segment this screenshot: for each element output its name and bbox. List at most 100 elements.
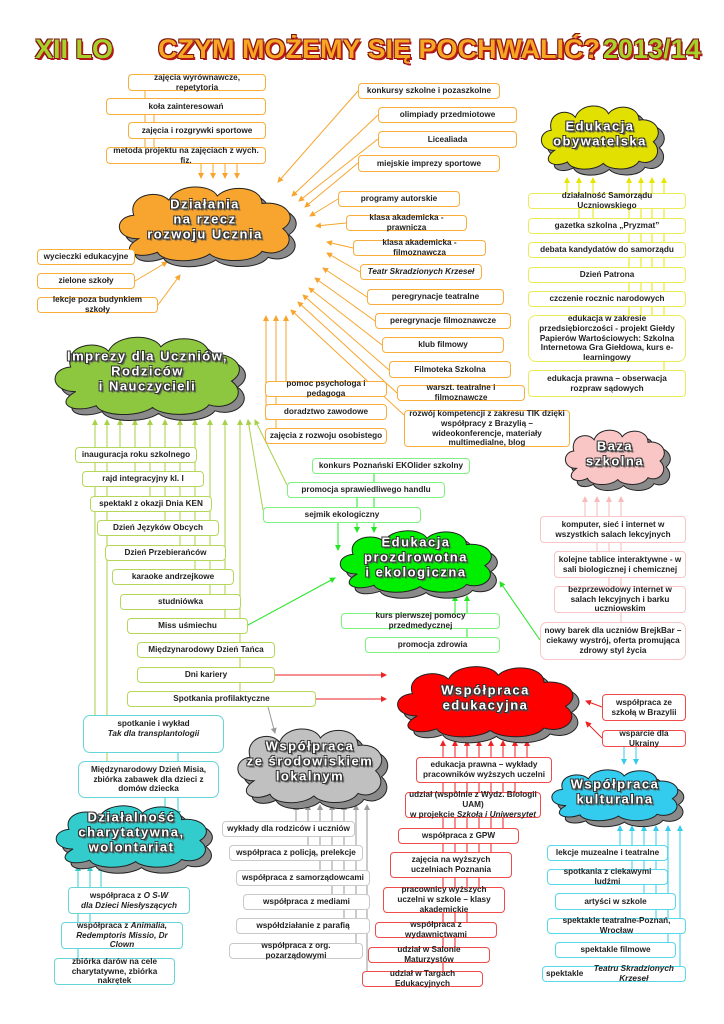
uam-prefix: w projekcie <box>409 809 457 819</box>
cloud-edukacyjna: Współpraca edukacyjna <box>388 660 583 740</box>
cloud-obywatelska: Edukacja obywatelska <box>535 100 665 172</box>
imprezy-item: Międzynarodowy Dzień Tańca <box>137 642 275 658</box>
animalia-prefix: współpraca z <box>76 920 131 930</box>
imprezy-item: Dzień Przebierańców <box>105 545 226 561</box>
charytatywna-item: zbiórka darów na cele charytatywne, zbió… <box>54 957 175 985</box>
edukacyjna-item: udział w Targach Edukacyjnych <box>362 969 483 988</box>
rozwoj-item: peregrynacje teatralne <box>367 289 504 305</box>
school-year: 2013/14 <box>603 34 701 64</box>
rozwoj-item: olimpiady przedmiotowe <box>378 107 517 123</box>
rozwoj-item: koła zainteresowań <box>106 98 266 115</box>
rozwoj-item: zajęcia wyrównawcze, repetytoria <box>128 73 266 92</box>
osw-prefix: współpraca z <box>89 890 144 900</box>
charytatywna-item: spotkanie i wykład Tak dla transplantolo… <box>83 715 224 753</box>
uam-project-name: Szkoła i Uniwersytet <box>456 809 537 819</box>
imprezy-item: rajd integracyjny kl. I <box>82 471 204 487</box>
obywatelska-item: czczenie rocznic narodowych <box>528 291 686 307</box>
cloud-rozwoj: Działania na rzecz rozwoju Ucznia <box>110 180 300 264</box>
teatr-prefix: spektakle <box>546 969 584 979</box>
kulturalna-item: spektakle filmowe <box>555 942 676 958</box>
obywatelska-item: działalność Samorządu Uczniowskiego <box>528 191 686 210</box>
page-title: CZYM MOŻEMY SIĘ POCHWALIĆ? <box>158 34 601 64</box>
rozwoj-item: rozwój kompetencji z zakresu TIK dzięki … <box>404 409 570 447</box>
imprezy-item: inauguracja roku szkolnego <box>75 447 197 463</box>
charytatywna-item: współpraca z O S-W dla Dzieci Niesłysząc… <box>68 887 190 914</box>
imprezy-item: Dzień Języków Obcych <box>97 520 219 536</box>
edukacyjna-item: udział (wspólnie z Wydz. Biologii UAM) w… <box>405 790 541 819</box>
cloud-label: Współpraca ze środowiskiem lokalnym <box>246 738 374 784</box>
imprezy-item: Dni kariery <box>137 667 275 683</box>
lokalna-item: współpraca z samorządowcami <box>236 870 370 886</box>
edukacyjna-item: współpraca z wydawnictwami <box>375 920 497 939</box>
rozwoj-item: zajęcia i rozgrywki sportowe <box>128 122 266 139</box>
cloud-label: Działalność charytatywna, wolontariat <box>78 809 185 855</box>
animalia-line: współpraca z Animalia, <box>77 921 167 931</box>
cloud-lokalna: Współpraca ze środowiskiem lokalnym <box>230 722 390 806</box>
imprezy-item: Spotkania profilaktyczne <box>127 691 316 707</box>
eko-item: konkurs Poznański EKOlider szkolny <box>312 458 470 474</box>
baza-item: komputer, sieć i internet w wszystkich s… <box>540 516 686 543</box>
kulturalna-item: spektakle Teatru Skradzionych Krzeseł <box>542 964 686 983</box>
osw-line: współpraca z O S-W <box>90 891 168 901</box>
cloud-eko: Edukacja prozdrowotna i ekologiczna <box>332 525 500 595</box>
rozwoj-item: pomoc psychologa i pedagoga <box>265 379 387 398</box>
imprezy-item: Miss uśmiechu <box>127 618 248 634</box>
cloud-kulturalna: Współpraca kulturalna <box>545 765 685 823</box>
lokalna-item: współpraca z mediami <box>243 894 370 910</box>
eko-item: promocja zdrowia <box>365 637 500 653</box>
edukacyjna-item: zajęcia na wyższych uczelniach Poznania <box>390 852 512 878</box>
transpl-line: spotkanie i wykład <box>117 719 190 728</box>
edukacyjna-item: wsparcie dla Ukrainy <box>602 729 686 748</box>
rozwoj-item: Teatr Skradzionych Krzeseł <box>360 264 482 280</box>
kulturalna-item: artyści w szkole <box>555 893 676 910</box>
rozwoj-item: zielone szkoły <box>37 273 135 289</box>
rozwoj-item: lekcje poza budynkiem szkoły <box>37 295 158 314</box>
edukacyjna-item: pracownicy wyższych uczelni w szkole – k… <box>383 885 505 914</box>
edukacyjna-item: udział w Salonie Maturzystów <box>368 945 490 964</box>
eko-item: promocja sprawiedliwego handlu <box>287 482 445 498</box>
charytatywna-item: Międzynarodowy Dzień Misia, zbiórka zaba… <box>78 761 219 798</box>
rozwoj-item: programy autorskie <box>338 191 460 207</box>
charytatywna-item: współpraca z Animalia, Redemptoris Missi… <box>61 921 183 950</box>
cloud-charytatywna: Działalność charytatywna, wolontariat <box>48 800 215 870</box>
edukacyjna-item: współpraca ze szkołą w Brazylii <box>602 694 686 721</box>
cloud-label: Współpraca edukacyjna <box>441 682 530 713</box>
kulturalna-item: spektakle teatralne-Poznań, Wrocław <box>547 916 686 935</box>
rozwoj-item: Licealiada <box>378 131 517 148</box>
cloud-label: Współpraca kulturalna <box>570 776 660 807</box>
obywatelska-item: edukacja w zakresie przedsiębiorczości -… <box>528 314 686 362</box>
animalia-name-2: Redemptoris Missio, Dr Clown <box>76 930 168 950</box>
lokalna-item: współdziałanie z parafią <box>236 918 370 934</box>
rozwoj-item: wycieczki edukacyjne <box>37 249 135 265</box>
cloud-label: Baza szkolna <box>585 438 645 469</box>
eko-item: sejmik ekologiczny <box>263 507 421 523</box>
rozwoj-item: klub filmowy <box>382 337 504 353</box>
obywatelska-item: gazetka szkolna „Pryzmat” <box>528 218 686 234</box>
imprezy-item: karaoke andrzejkowe <box>112 569 234 585</box>
cloud-baza: Baza szkolna <box>560 425 670 487</box>
rozwoj-item: klasa akademicka - prawnicza <box>346 213 467 232</box>
kulturalna-item: lekcje muzealne i teatralne <box>547 845 668 861</box>
uam-line: udział (wspólnie z Wydz. Biologii UAM) <box>409 790 537 810</box>
osw-name: O S-W <box>143 890 169 900</box>
baza-item: kolejne tablice interaktywne - w sali bi… <box>554 551 686 578</box>
imprezy-item: studniówka <box>120 594 241 610</box>
rozwoj-item: klasa akademicka - filmoznawcza <box>353 238 486 257</box>
imprezy-item: spektakl z okazji Dnia KEN <box>90 496 212 512</box>
lokalna-item: współpraca z policją, prelekcje <box>229 845 363 861</box>
eko-item: kurs pierwszej pomocy przedmedycznej <box>341 611 500 630</box>
cloud-imprezy: Imprezy dla Uczniów, Rodziców i Nauczyci… <box>45 330 250 418</box>
rozwoj-item: doradztwo zawodowe <box>265 404 387 420</box>
edukacyjna-item: współpraca z GPW <box>398 828 519 844</box>
transpl-title: Tak dla transplantologii <box>107 728 200 738</box>
cloud-label: Imprezy dla Uczniów, Rodziców i Nauczyci… <box>67 348 228 394</box>
rozwoj-item: zajęcia z rozwoju osobistego <box>265 428 387 444</box>
osw-name-2: dla Dzieci Niesłyszących <box>80 900 178 910</box>
lokalna-item: współpraca z org. pozarządowymi <box>229 941 363 960</box>
kulturalna-item: spotkania z ciekawymi ludźmi <box>547 867 668 886</box>
baza-item: nowy barek dla uczniów BrejkBar – ciekaw… <box>540 622 686 660</box>
baza-item: bezprzewodowy internet w salach lekcyjny… <box>554 585 686 613</box>
rozwoj-item: metoda projektu na zajęciach z wych. fiz… <box>106 146 266 165</box>
rozwoj-item: Filmoteka Szkolna <box>389 361 511 378</box>
